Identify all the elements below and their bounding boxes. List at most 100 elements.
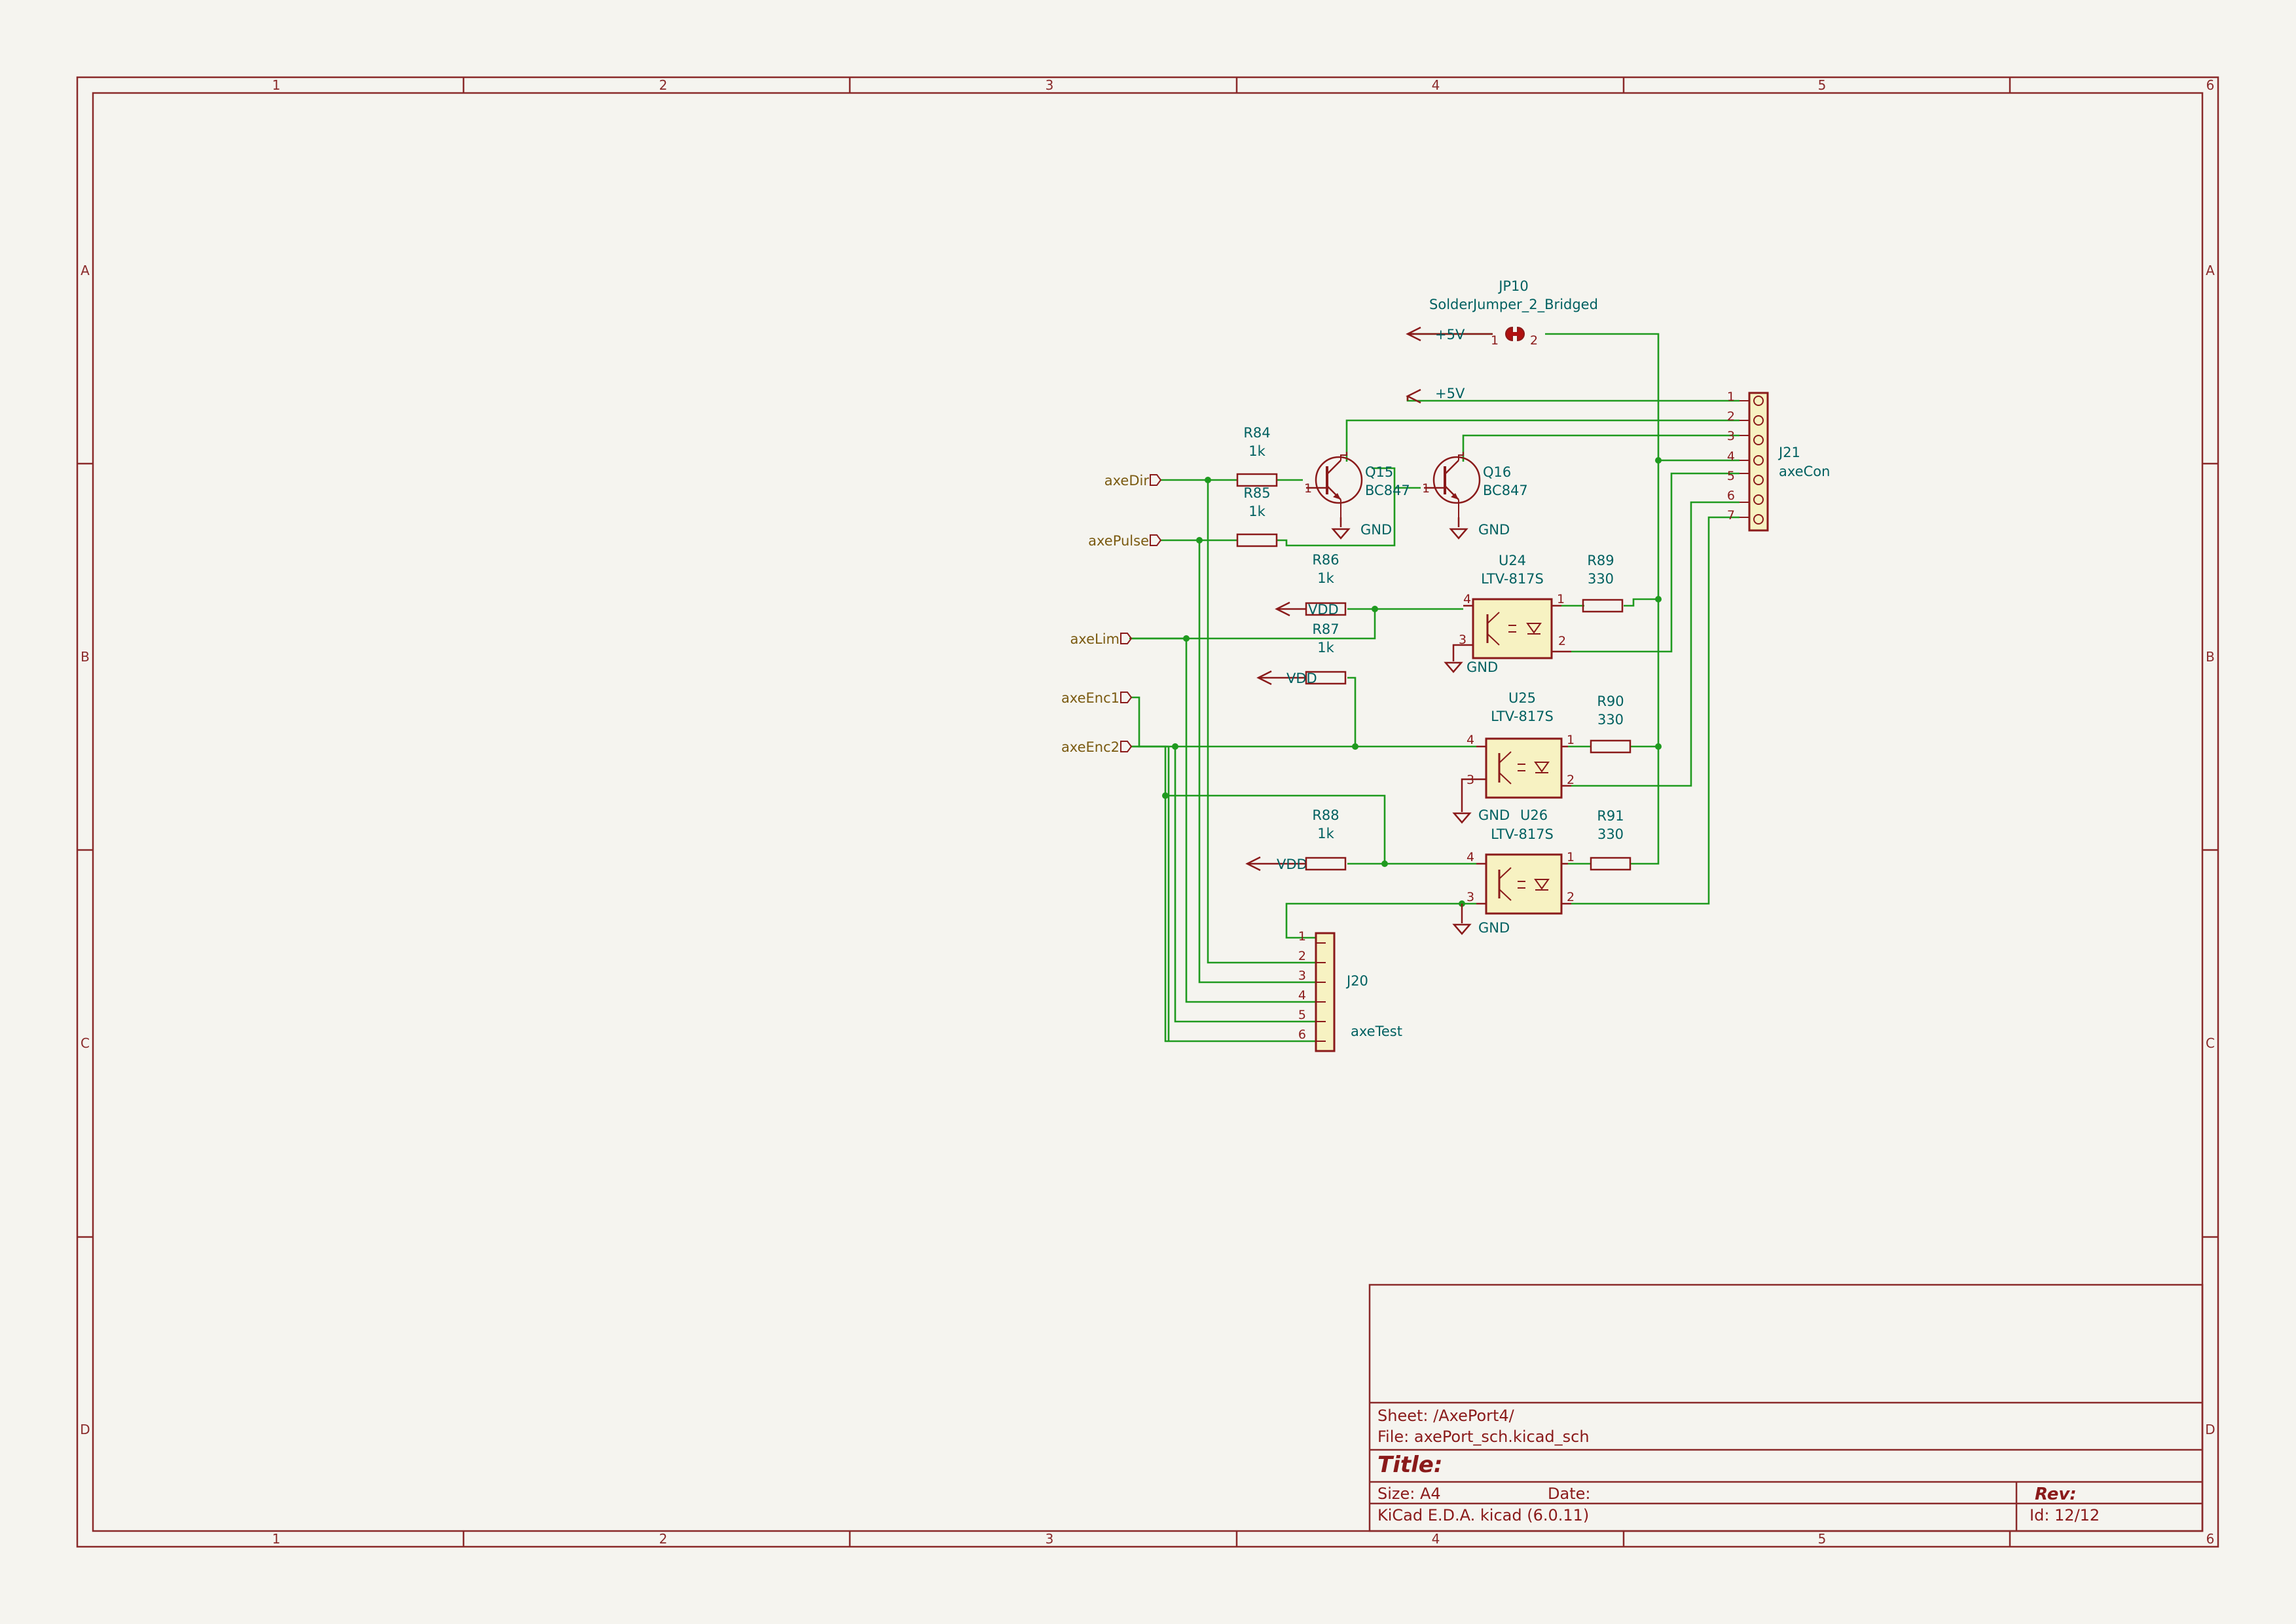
- r84-value: 1k: [1248, 443, 1266, 459]
- r91-value: 330: [1597, 826, 1624, 842]
- pin-number: 4: [1467, 733, 1474, 747]
- pin-number: 2: [1298, 949, 1306, 963]
- col-label: 6: [2206, 77, 2215, 93]
- pin-number: 4: [1463, 592, 1471, 606]
- optocoupler-u25: 4 3 1 2 U25 LTV-817S: [1467, 690, 1575, 799]
- pin-number: 5: [1727, 469, 1735, 483]
- row-label: B: [2206, 649, 2215, 665]
- power-gnd: GND: [1360, 522, 1392, 538]
- pin-number: 1: [1567, 850, 1575, 864]
- pin-number: 1: [1567, 733, 1575, 747]
- pin-number: 5: [1298, 1008, 1306, 1022]
- q15-value: BC847: [1365, 483, 1410, 498]
- resistor-r86: R86 1k: [1305, 552, 1347, 616]
- connector-j20: 1 2 3 4 5 6 J20 axeTest: [1298, 929, 1402, 1052]
- junction-dots: [1162, 457, 1662, 907]
- r87-value: 1k: [1317, 640, 1334, 655]
- r87-ref: R87: [1312, 621, 1339, 637]
- label-axeEnc1: axeEnc1: [1061, 690, 1120, 706]
- col-label: 3: [1046, 77, 1054, 93]
- optocoupler-u24: 4 3 1 2 U24 LTV-817S: [1459, 553, 1571, 659]
- power-symbols: +5V +5V VDD VDD VDD GND GND GND GND: [1245, 326, 1510, 936]
- resistor-r88: R88 1k: [1305, 807, 1347, 871]
- connector-j21: 1 2 3 4 5 6 7 J21 axeCon: [1727, 390, 1830, 532]
- optocoupler-u26: 4 3 1 2 U26 LTV-817S: [1467, 807, 1575, 915]
- col-label: 6: [2206, 1531, 2215, 1547]
- row-label: D: [80, 1422, 90, 1437]
- pin-number: 1: [1491, 333, 1499, 348]
- j20-ref: J20: [1345, 973, 1368, 989]
- pin-number: 3: [1298, 969, 1306, 983]
- jp10-ref: JP10: [1497, 278, 1529, 294]
- power-5v: +5V: [1435, 327, 1465, 342]
- resistor-r84: R84 1k: [1236, 425, 1278, 487]
- col-label: 1: [272, 1531, 281, 1547]
- pin-number: 1: [1304, 481, 1312, 496]
- power-gnd: GND: [1478, 807, 1510, 823]
- title-field: Title:: [1377, 1452, 1442, 1478]
- power-5v: +5V: [1435, 386, 1465, 401]
- q15-ref: Q15: [1365, 464, 1393, 480]
- wires: [1129, 333, 1740, 1043]
- power-vdd: VDD: [1277, 857, 1307, 872]
- pin-number: 1: [1298, 929, 1306, 944]
- pin-number: 6: [1727, 489, 1735, 503]
- pin-number: 4: [1727, 449, 1735, 464]
- r90-ref: R90: [1597, 693, 1624, 709]
- r85-ref: R85: [1243, 485, 1270, 501]
- pin-number: 2: [1567, 890, 1575, 904]
- transistor-q16: 1 Q16 BC847: [1422, 452, 1528, 517]
- pin-number: 6: [1298, 1027, 1306, 1042]
- q16-ref: Q16: [1483, 464, 1511, 480]
- r90-value: 330: [1597, 712, 1624, 728]
- col-label: 3: [1046, 1531, 1054, 1547]
- j21-value: axeCon: [1779, 464, 1830, 479]
- r86-ref: R86: [1312, 552, 1339, 568]
- pin-number: 2: [1558, 634, 1566, 648]
- u24-ref: U24: [1499, 553, 1526, 568]
- row-label: C: [81, 1035, 90, 1051]
- row-label: B: [81, 649, 90, 665]
- pin-number: 7: [1727, 508, 1735, 523]
- u26-value: LTV-817S: [1491, 826, 1554, 842]
- pin-number: 3: [1467, 890, 1474, 904]
- label-axeEnc2: axeEnc2: [1061, 739, 1120, 755]
- transistor-q15: 1 Q15 BC847: [1304, 452, 1410, 517]
- row-label: A: [81, 263, 90, 278]
- power-gnd: GND: [1478, 920, 1510, 936]
- col-label: 1: [272, 77, 281, 93]
- resistor-r87: R87 1k: [1305, 621, 1347, 685]
- hier-labels: axeDir axePulse axeLim axeEnc1 axeEnc2: [1061, 473, 1162, 755]
- col-label: 5: [1818, 77, 1827, 93]
- label-axeLim: axeLim: [1070, 631, 1120, 647]
- pin-number: 4: [1467, 850, 1474, 864]
- sheet-name: Sheet: /AxePort4/: [1377, 1407, 1515, 1425]
- pin-number: 4: [1298, 988, 1306, 1003]
- pin-number: 3: [1727, 429, 1735, 443]
- j20-value: axeTest: [1351, 1024, 1402, 1039]
- title-block: Sheet: /AxePort4/ File: axePort_sch.kica…: [1368, 1283, 2204, 1532]
- col-label: 2: [659, 1531, 668, 1547]
- resistor-r85: R85 1k: [1236, 485, 1278, 547]
- col-label: 5: [1818, 1531, 1827, 1547]
- col-label: 4: [1432, 77, 1440, 93]
- row-label: A: [2206, 263, 2215, 278]
- pin-number: 2: [1530, 333, 1538, 348]
- u25-value: LTV-817S: [1491, 709, 1554, 724]
- pin-number: 1: [1422, 481, 1430, 496]
- r84-ref: R84: [1243, 425, 1270, 441]
- pin-number: 3: [1459, 633, 1467, 647]
- r86-value: 1k: [1317, 570, 1334, 586]
- id-field: Id: 12/12: [2030, 1506, 2100, 1524]
- col-label: 2: [659, 77, 668, 93]
- u25-ref: U25: [1508, 690, 1536, 706]
- row-label: D: [2205, 1422, 2215, 1437]
- resistor-r91: R91 330: [1590, 808, 1631, 871]
- pin-number: 1: [1727, 390, 1735, 404]
- file-name: File: axePort_sch.kicad_sch: [1377, 1428, 1590, 1446]
- solder-jumper-jp10: JP10 SolderJumper_2_Bridged 1 2: [1429, 278, 1598, 348]
- resistor-r89: R89 330: [1582, 553, 1624, 613]
- r85-value: 1k: [1248, 504, 1266, 519]
- col-label: 4: [1432, 1531, 1440, 1547]
- sheet-frame: 1 2 3 4 5 6 1 2 3 4 5 6 A B C D A B C D: [76, 76, 2219, 1548]
